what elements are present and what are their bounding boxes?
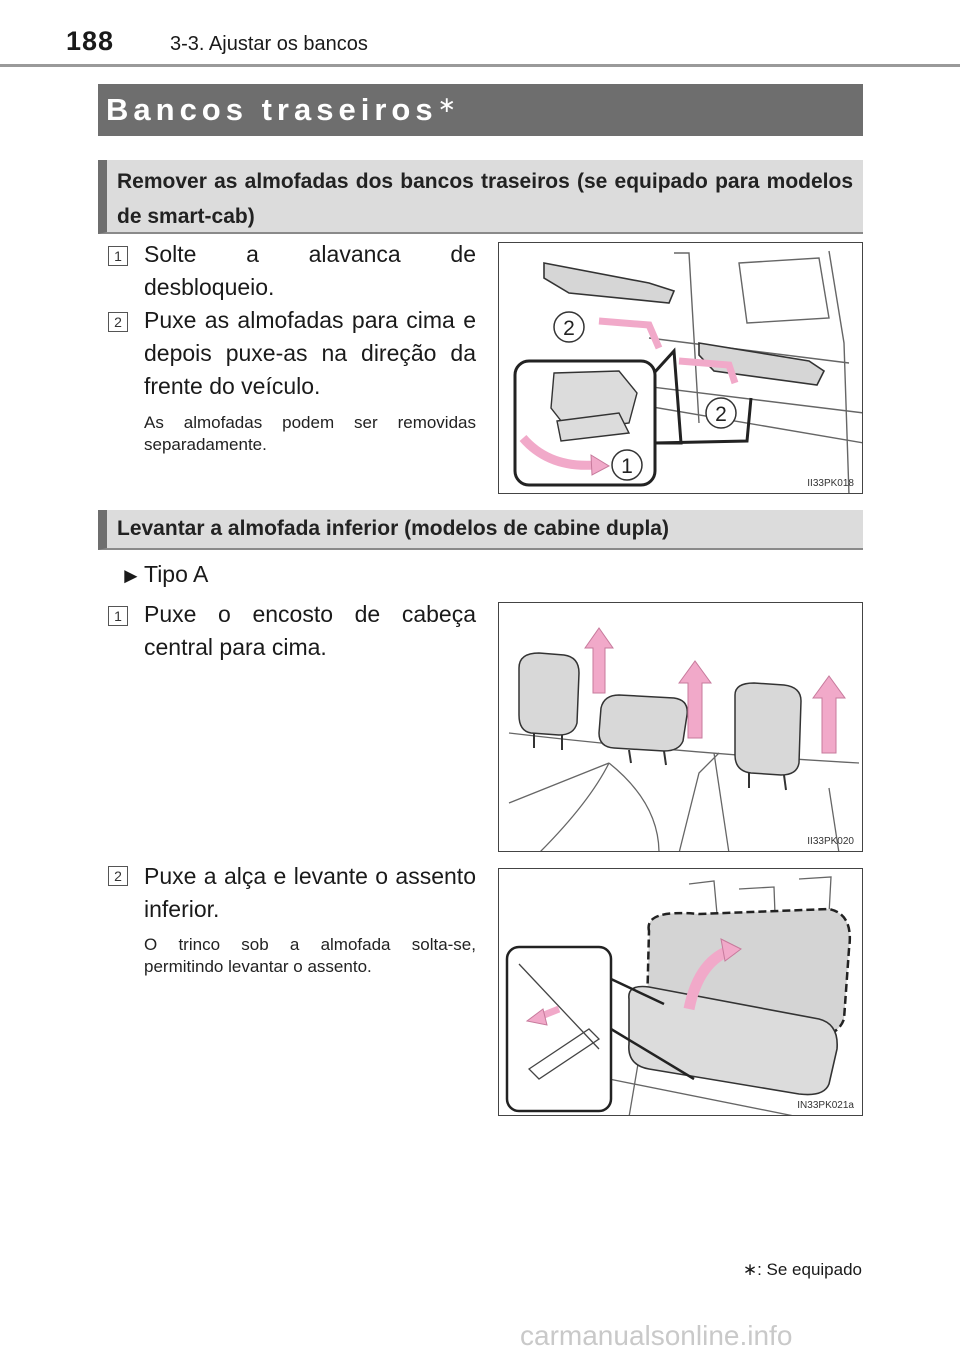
step-number-box: 2 bbox=[108, 866, 128, 886]
page-number: 188 bbox=[66, 26, 115, 56]
footnote: ∗: Se equipado bbox=[743, 1260, 862, 1280]
headrest-illustration bbox=[508, 627, 860, 851]
up-arrow-icon bbox=[812, 675, 846, 754]
subheading-lift-cushion: Levantar a almofada inferior (modelos de… bbox=[98, 510, 863, 550]
header-rule bbox=[0, 64, 960, 67]
section-title: Bancos traseiros∗ bbox=[106, 92, 456, 128]
right-headrest bbox=[734, 682, 802, 776]
figure-lift-seat: IN33PK021a bbox=[498, 868, 863, 1116]
callout-label: 1 bbox=[621, 455, 633, 478]
step-number-box: 1 bbox=[108, 246, 128, 266]
left-headrest bbox=[518, 652, 580, 736]
callout-2: 2 bbox=[553, 311, 585, 343]
up-arrow-icon bbox=[678, 660, 712, 739]
figure-headrests: II33PK020 bbox=[498, 602, 863, 852]
subheading-text: Remover as almofadas dos bancos traseiro… bbox=[117, 170, 853, 228]
asterisk-icon: ∗ bbox=[437, 92, 456, 117]
step-number-box: 1 bbox=[108, 606, 128, 626]
arrow-icon bbox=[598, 317, 663, 350]
arrow-icon bbox=[525, 1008, 548, 1026]
section-title-bar: Bancos traseiros∗ bbox=[98, 84, 863, 136]
arrow-icon bbox=[678, 357, 739, 385]
figure-code: IN33PK021a bbox=[797, 1100, 854, 1111]
step-note: As almofadas podem ser removidas separad… bbox=[144, 413, 476, 454]
step-text: Puxe a alça e levante o assento inferior… bbox=[144, 863, 476, 922]
step-text: Solte a alavanca de desbloqueio. bbox=[144, 241, 476, 300]
seat-illustration bbox=[505, 876, 852, 1115]
section-title-text: Bancos traseiros bbox=[106, 92, 438, 127]
center-headrest bbox=[598, 694, 688, 752]
figure-code: II33PK020 bbox=[807, 836, 854, 847]
seat-cushion bbox=[628, 985, 838, 1096]
step-number-box: 2 bbox=[108, 312, 128, 332]
up-arrow-icon bbox=[584, 627, 614, 694]
detail-inset bbox=[505, 945, 613, 1113]
figure-code: II33PK018 bbox=[807, 478, 854, 489]
callout-2: 2 bbox=[705, 397, 737, 429]
step-text: Puxe as almofadas para cima e depois pux… bbox=[144, 307, 476, 399]
callout-label: 2 bbox=[715, 403, 727, 426]
footnote-text: : Se equipado bbox=[757, 1260, 862, 1279]
figure-remove-cushions: 2 2 1 II33PK018 bbox=[498, 242, 863, 494]
arrow-icon bbox=[590, 454, 611, 476]
arrow-icon bbox=[720, 938, 742, 962]
chapter-title: 3-3. Ajustar os bancos bbox=[170, 33, 368, 55]
bullet-text: Tipo A bbox=[144, 561, 209, 587]
callout-1: 1 bbox=[611, 449, 643, 481]
subheading-text: Levantar a almofada inferior (modelos de… bbox=[117, 517, 669, 540]
callout-label: 2 bbox=[563, 317, 575, 340]
triangle-bullet-icon: ► bbox=[120, 563, 142, 588]
arrow-icon bbox=[519, 434, 595, 470]
asterisk-icon: ∗ bbox=[742, 1260, 758, 1279]
cushion-illustration: 2 2 1 bbox=[513, 250, 862, 493]
subheading-remove-cushions: Remover as almofadas dos bancos traseiro… bbox=[98, 160, 863, 234]
step-note: O trinco sob a almofada solta-se, permit… bbox=[144, 935, 476, 976]
watermark: carmanualsonline.info bbox=[520, 1320, 793, 1351]
step-text: Puxe o encosto de cabeça central para ci… bbox=[144, 601, 476, 660]
